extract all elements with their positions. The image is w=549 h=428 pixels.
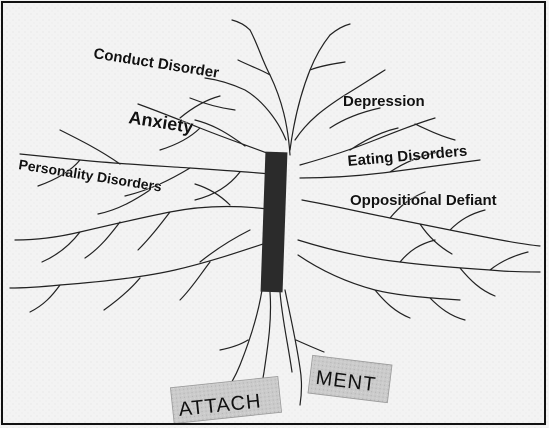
branch-label-oppositional-defiant: Oppositional Defiant: [350, 192, 497, 209]
branch-label-depression: Depression: [343, 93, 425, 110]
